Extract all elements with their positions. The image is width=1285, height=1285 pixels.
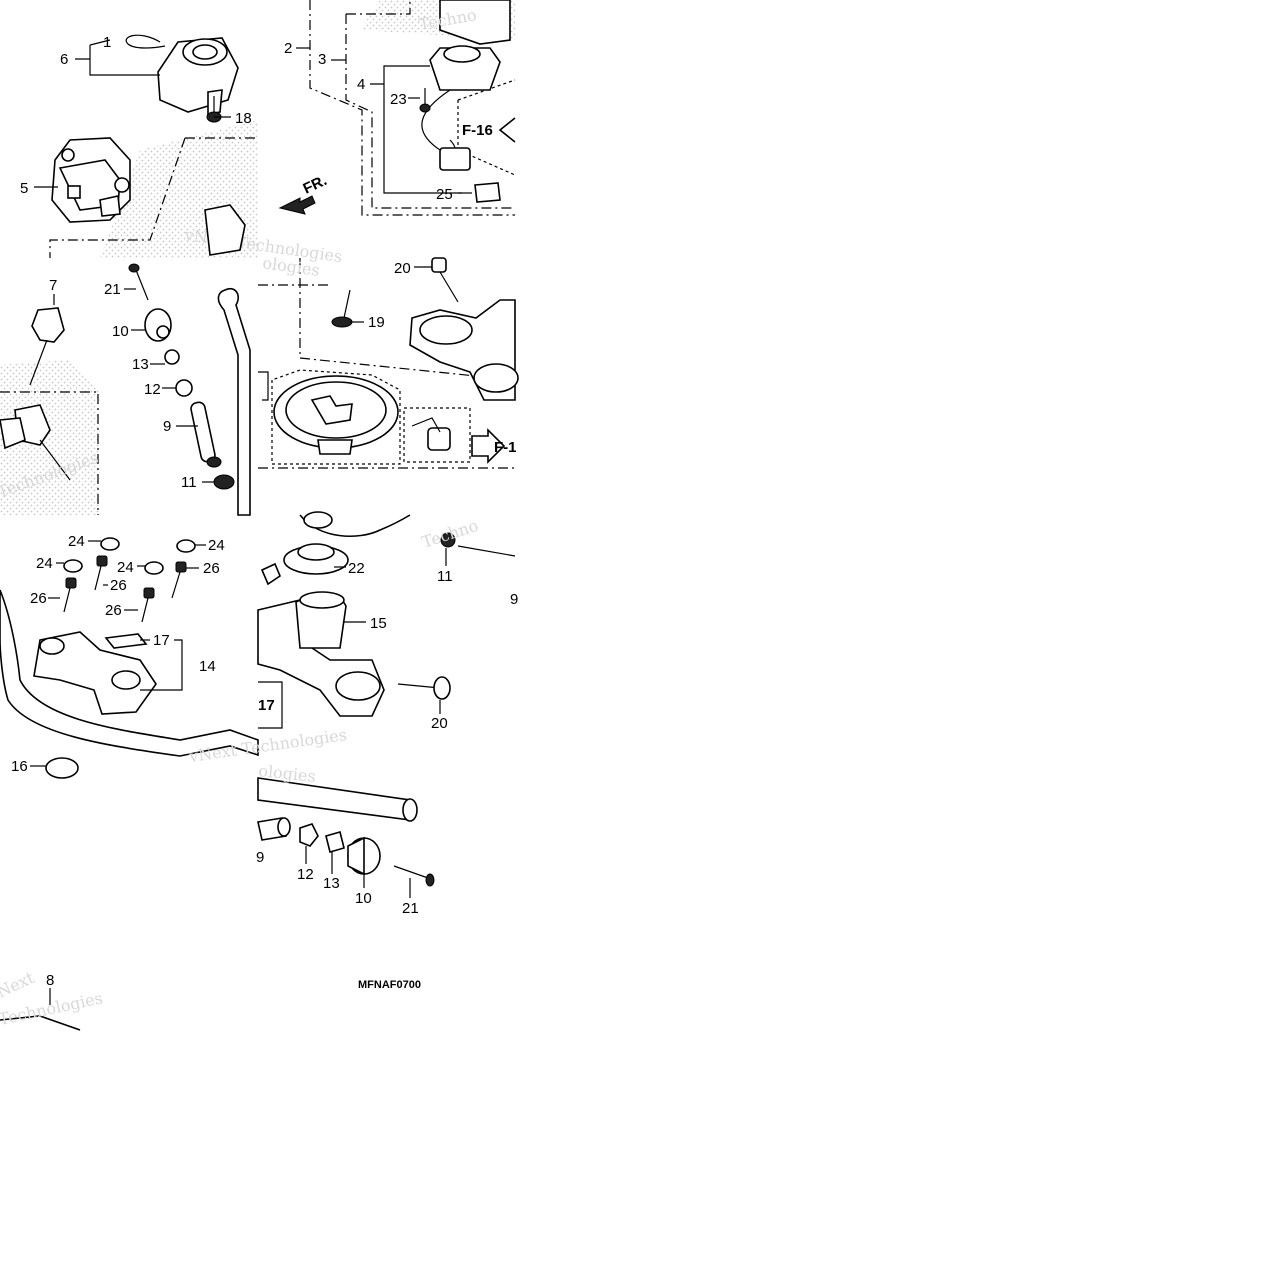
- front-label: FR.: [301, 172, 330, 198]
- screw: [393, 865, 435, 887]
- bar-end-rubber: [440, 532, 516, 557]
- tile-switch-harness: F-16 FR. 2 3 4 23 25 Techno: [278, 0, 516, 216]
- ref-label-f16: F-16: [462, 122, 493, 139]
- callout-10: 10: [355, 890, 372, 907]
- callout-9: 9: [510, 591, 518, 608]
- callout-4: 4: [357, 76, 365, 93]
- callout-9: 9: [163, 418, 171, 435]
- callout-19: 19: [368, 314, 385, 331]
- callout-5: 5: [20, 180, 28, 197]
- callout-3: 3: [318, 51, 326, 68]
- cap: [176, 539, 196, 553]
- bolt: [331, 289, 353, 328]
- ref-label-f1: F-1: [494, 439, 517, 456]
- callout-26: 26: [203, 560, 220, 577]
- key-set: [0, 404, 71, 481]
- callout-18: 18: [235, 110, 252, 127]
- callout-21: 21: [104, 281, 121, 298]
- callout-15: 15: [370, 615, 387, 632]
- callout-24: 24: [208, 537, 225, 554]
- callout-22: 22: [348, 560, 365, 577]
- callout-11: 11: [437, 568, 453, 585]
- callout-21: 21: [402, 900, 419, 917]
- callout-24: 24: [117, 559, 134, 576]
- tile-bridge-lower: 17 22 15 20 11 9 Techno: [257, 511, 518, 732]
- callout-24: 24: [68, 533, 85, 550]
- callout-6: 6: [60, 51, 68, 68]
- bar-end-weight: [347, 836, 381, 876]
- callout-1: 1: [103, 34, 111, 51]
- tile-key-and-weight: 7 21 10 13 12 9 11 Technologies: [0, 263, 251, 516]
- ref-arrow: [471, 428, 506, 464]
- cap: [63, 559, 83, 573]
- tile-bar-end-parts: 9 12 13 10 21 MFNAF0700 ologies: [256, 761, 435, 991]
- top-bridge: [409, 299, 519, 401]
- bar-end: [45, 757, 79, 779]
- callout-8: 8: [46, 972, 54, 989]
- nut: [175, 379, 193, 397]
- screw: [128, 263, 149, 301]
- callout-24: 24: [36, 555, 53, 572]
- callout-26: 26: [30, 590, 47, 607]
- watermark-text: Next: [0, 968, 37, 1002]
- callout-17: 17: [153, 632, 170, 649]
- switch-unit: [421, 0, 511, 203]
- bolt: [171, 561, 187, 599]
- screw: [419, 88, 431, 113]
- switch-body: [51, 137, 131, 223]
- bolt: [141, 587, 155, 623]
- callout-13: 13: [132, 356, 149, 373]
- cap-lock: [411, 417, 451, 451]
- callout-14: 14: [199, 658, 216, 675]
- steering-nut: [283, 543, 349, 575]
- top-bridge: [257, 562, 385, 717]
- rubber: [213, 474, 235, 490]
- callout-9: 9: [256, 849, 264, 866]
- bolt: [431, 257, 459, 303]
- ref-label-17: 17: [258, 697, 275, 714]
- callout-12: 12: [144, 381, 161, 398]
- tile-ignition-cover: 1 6 18 5 vNext Technologies: [20, 34, 343, 266]
- tile-lower-left: 8 Next Technologies: [0, 968, 104, 1031]
- callout-12: 12: [297, 866, 314, 883]
- ref-arrow: [498, 117, 516, 143]
- bolt: [94, 555, 108, 591]
- callout-2: 2: [284, 40, 292, 57]
- cap: [100, 537, 120, 551]
- callout-26: 26: [105, 602, 122, 619]
- callout-16: 16: [11, 758, 28, 775]
- clip: [164, 349, 180, 365]
- snap-ring: [125, 34, 166, 49]
- key: [29, 307, 65, 386]
- callout-13: 13: [323, 875, 340, 892]
- callout-7: 7: [49, 277, 57, 294]
- callout-26: 26: [110, 577, 127, 594]
- clip: [325, 831, 345, 853]
- handlebar-holder: [33, 631, 157, 715]
- switch-cover: [157, 37, 239, 115]
- fuel-cap: [273, 375, 399, 455]
- tile-top-bridge: F-1 20 19 ologies: [258, 253, 519, 469]
- callout-23: 23: [390, 91, 407, 108]
- weight-rod: [257, 817, 291, 841]
- nut: [299, 823, 319, 847]
- callout-10: 10: [112, 323, 129, 340]
- callout-20: 20: [431, 715, 448, 732]
- callout-20: 20: [394, 260, 411, 277]
- front-direction-arrow: FR.: [278, 172, 330, 215]
- weight-rod: [190, 401, 222, 468]
- callout-11: 11: [181, 474, 197, 491]
- diagram-code: MFNAF0700: [358, 979, 421, 991]
- watermark-text: vNext Technologies: [187, 725, 348, 766]
- bolt: [63, 577, 77, 613]
- plate: [104, 633, 148, 649]
- callout-25: 25: [436, 186, 453, 203]
- bolt: [397, 676, 451, 700]
- cap: [144, 561, 164, 575]
- tile-handlebar-holders: 24 24 24 24 26 26 26 26 17 14 16 vNext T…: [0, 533, 348, 779]
- bar-end-weight: [144, 308, 172, 342]
- handlebar-tube: [257, 777, 418, 822]
